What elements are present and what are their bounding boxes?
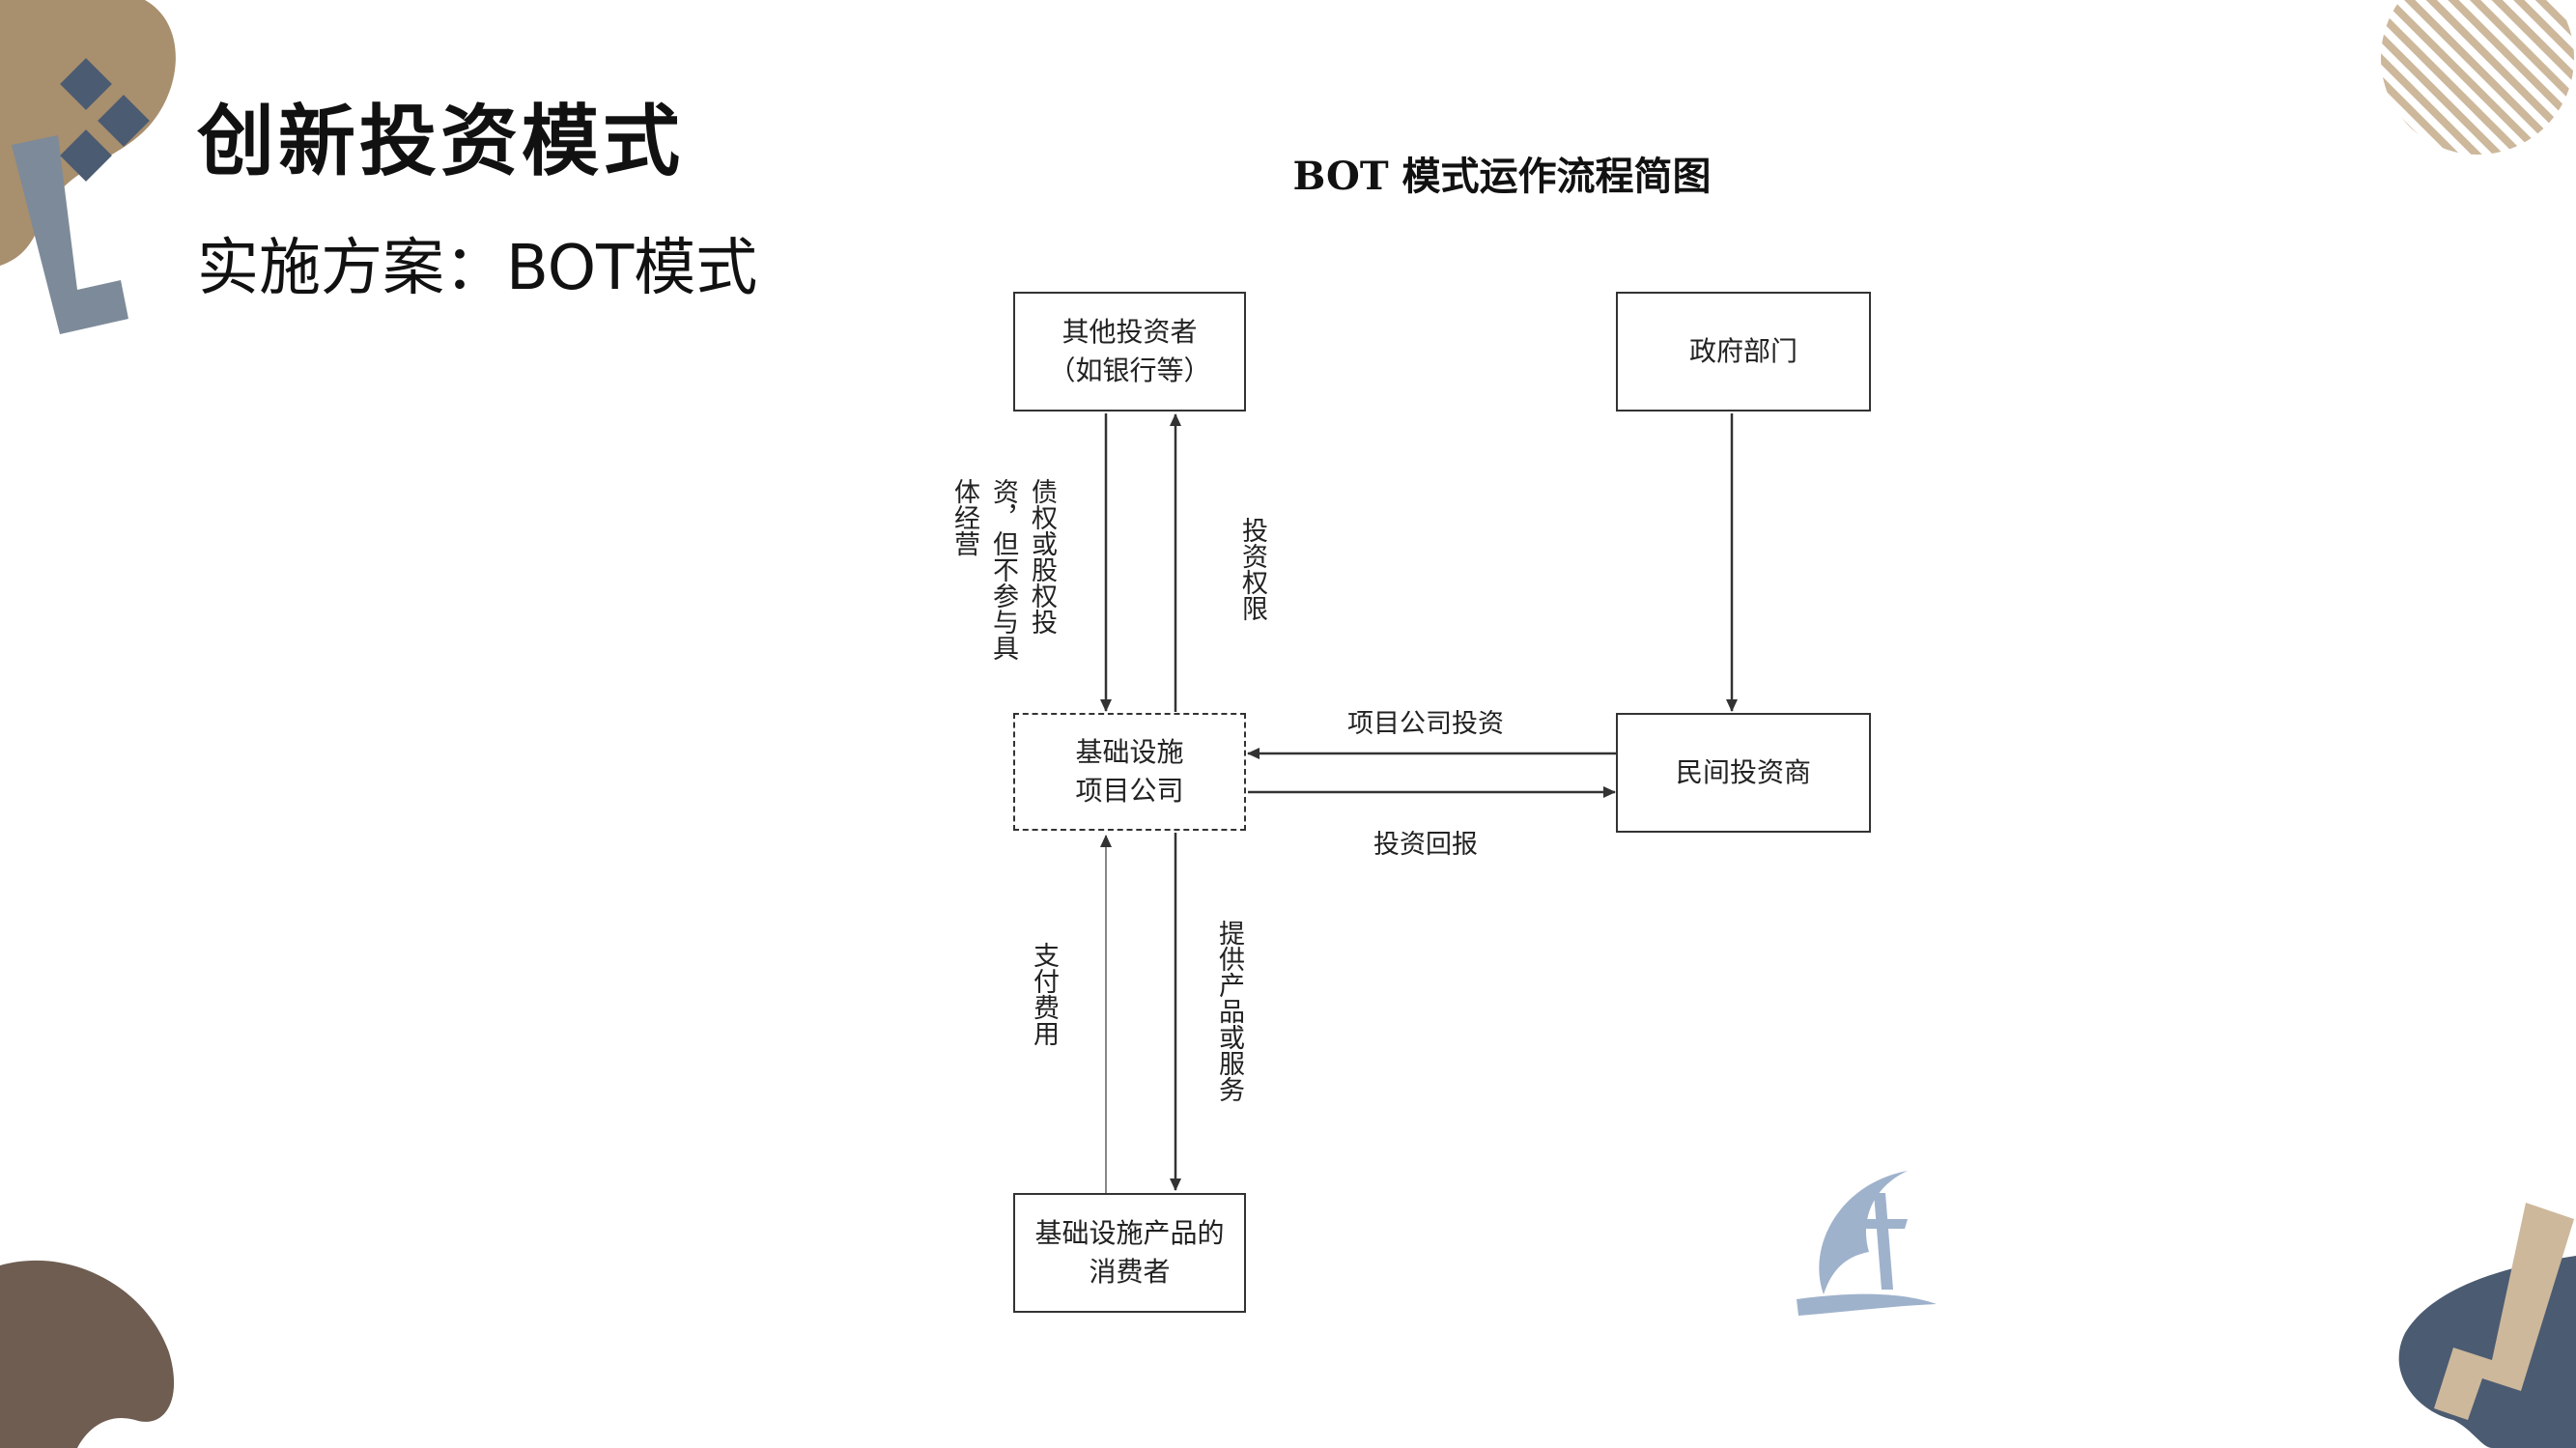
node-consumers-line1: 基础设施产品的 <box>1034 1217 1225 1249</box>
node-project-company: 基础设施 项目公司 <box>1013 713 1246 831</box>
node-private-investor: 民间投资商 <box>1616 713 1871 833</box>
node-government-label: 政府部门 <box>1688 335 1798 367</box>
node-government: 政府部门 <box>1616 292 1871 412</box>
slate-l-shape <box>12 135 128 334</box>
label-investors-to-company-col2: 资，但不参与具 <box>988 478 1018 661</box>
label-private-to-company: 项目公司投资 <box>1347 709 1504 739</box>
node-consumers-line2: 消费者 <box>1089 1256 1171 1288</box>
label-company-to-consumers: 提供产品或服务 <box>1214 920 1244 1102</box>
page-title: 创新投资模式 <box>197 97 684 186</box>
node-other-investors-line2: （如银行等） <box>1048 355 1211 386</box>
node-other-investors: 其他投资者 （如银行等） <box>1013 292 1246 412</box>
label-company-to-private: 投资回报 <box>1373 830 1478 860</box>
label-consumers-to-company: 支付费用 <box>1029 942 1059 1046</box>
node-project-company-line1: 基础设施 <box>1075 736 1184 768</box>
top-left-decoration <box>0 0 176 334</box>
diamond-cluster-icon <box>60 58 150 182</box>
label-investors-to-company-col3: 体经营 <box>949 478 979 556</box>
label-company-to-investors: 投资权限 <box>1237 517 1267 621</box>
label-investors-to-company-col1: 债权或股权投 <box>1027 478 1057 635</box>
node-private-investor-label: 民间投资商 <box>1675 756 1811 788</box>
diagram-title: BOT 模式运作流程简图 <box>1292 154 1712 199</box>
page-subtitle: 实施方案：BOT模式 <box>197 233 758 304</box>
node-consumers: 基础设施产品的 消费者 <box>1013 1193 1246 1313</box>
node-project-company-line2: 项目公司 <box>1075 775 1184 807</box>
node-other-investors-line1: 其他投资者 <box>1062 316 1198 348</box>
